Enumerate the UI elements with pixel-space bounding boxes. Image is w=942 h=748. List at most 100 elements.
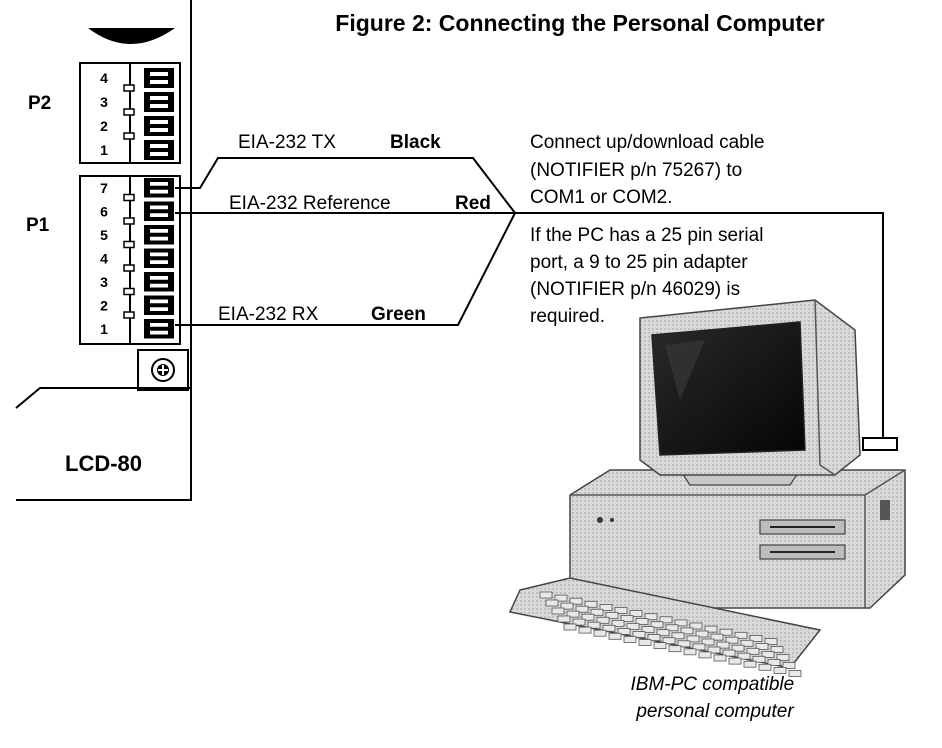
keyboard-key	[773, 667, 787, 674]
keyboard-key	[584, 600, 598, 608]
terminal-screw-bar	[150, 303, 168, 308]
reference-wire	[175, 212, 884, 438]
terminal-screw-bar	[150, 100, 168, 104]
lcd-80-label: LCD-80	[65, 451, 142, 476]
wiring	[175, 157, 884, 438]
keyboard-key	[611, 620, 625, 627]
rx-wire	[175, 212, 516, 326]
monitor-screen	[651, 321, 806, 456]
keyboard-key	[716, 641, 730, 649]
keyboard-key	[626, 623, 640, 630]
terminal-screw-bar	[150, 209, 168, 214]
keyboard-key	[608, 632, 622, 640]
keyboard-key	[665, 624, 679, 632]
keyboard-key	[731, 644, 745, 652]
keyboard-key	[710, 633, 724, 641]
p2-connector	[79, 62, 181, 164]
reference-color-label: Red	[455, 193, 491, 214]
keyboard-key	[590, 608, 604, 616]
terminal-screw-bar	[150, 232, 168, 237]
keyboard-key	[740, 639, 754, 647]
keyboard-key	[728, 657, 742, 665]
keyboard-key	[575, 605, 589, 613]
keyboard-key	[572, 618, 586, 626]
cable-instruction: Connect up/download cable (NOTIFIER p/n …	[530, 132, 770, 208]
pin-number-label: 3	[100, 94, 108, 110]
connector-notch	[123, 193, 135, 202]
keyboard-key	[578, 626, 592, 634]
connector-notch	[123, 217, 135, 225]
keyboard-key	[566, 610, 580, 618]
keyboard-key	[734, 631, 748, 639]
keyboard-key	[782, 662, 796, 669]
keyboard-key	[602, 624, 616, 632]
terminal-screw-bar	[150, 279, 168, 284]
keyboard-key	[638, 639, 652, 646]
rx-signal-label: EIA-232 RX	[218, 304, 319, 325]
keyboard-key	[761, 651, 775, 658]
pin-number-label: 7	[100, 180, 108, 196]
keyboard-key	[755, 643, 769, 650]
keyboard-key	[767, 659, 781, 666]
p1-label: P1	[26, 215, 50, 236]
keyboard-key	[770, 646, 784, 653]
keyboard-key	[614, 607, 628, 614]
pin-number-label: 2	[100, 297, 108, 313]
keyboard-key	[722, 649, 736, 657]
figure-title: Figure 2: Connecting the Personal Comput…	[335, 10, 824, 36]
keyboard-key	[662, 637, 676, 645]
connector-notch	[123, 287, 135, 296]
keyboard-key	[563, 623, 577, 631]
keyboard-key	[620, 615, 634, 622]
system-unit	[569, 469, 906, 609]
keyboard-key	[629, 610, 643, 617]
terminal-screw-bar	[150, 326, 168, 331]
mounting-screw-icon	[137, 349, 189, 391]
connector-notch	[123, 240, 135, 249]
keyboard-key	[764, 638, 778, 645]
pin-number-label: 5	[100, 227, 108, 243]
keyboard-key	[551, 607, 565, 615]
keyboard-key	[587, 621, 601, 629]
keyboard-key	[746, 647, 760, 655]
keyboard-key	[686, 635, 700, 643]
keyboard-key	[569, 597, 583, 605]
p1-connector	[79, 175, 181, 345]
keyboard-key	[605, 612, 619, 619]
keyboard-key	[623, 636, 637, 643]
tx-wire	[175, 157, 516, 214]
keyboard-key	[677, 640, 691, 648]
keyboard-key	[581, 613, 595, 621]
connector-notch	[123, 311, 135, 319]
pc-caption: IBM-PC compatible personal computer	[631, 674, 800, 722]
p2-label: P2	[28, 93, 51, 114]
keyboard-key	[545, 599, 559, 607]
tx-color-label: Black	[390, 132, 441, 153]
terminal-screw-bar	[150, 124, 168, 128]
keyboard-key	[713, 654, 727, 662]
keyboard-key	[599, 604, 613, 611]
keyboard-key	[683, 648, 697, 656]
pin-number-label: 6	[100, 203, 108, 219]
keyboard-key	[557, 615, 571, 623]
db9-connector-icon	[862, 437, 898, 451]
terminal-screw-bar	[150, 148, 168, 152]
keyboard-key	[704, 625, 718, 633]
keyboard-key	[554, 594, 568, 602]
keyboard-key	[776, 654, 790, 661]
keyboard-key	[560, 602, 574, 610]
terminal-screw-bar	[150, 76, 168, 80]
terminal-screw-bar	[150, 185, 168, 190]
pin-number-label: 4	[100, 250, 108, 266]
keyboard-key	[743, 660, 757, 668]
connector-notch	[123, 264, 135, 272]
keyboard-key	[635, 618, 649, 625]
keyboard-key	[695, 630, 709, 638]
pin-number-label: 4	[100, 70, 108, 86]
lcd-80-panel	[15, 387, 192, 501]
keyboard-key	[758, 663, 772, 671]
rx-color-label: Green	[371, 304, 426, 325]
keyboard-key	[674, 619, 688, 627]
keyboard-key	[788, 670, 802, 677]
tx-signal-label: EIA-232 TX	[238, 132, 336, 153]
